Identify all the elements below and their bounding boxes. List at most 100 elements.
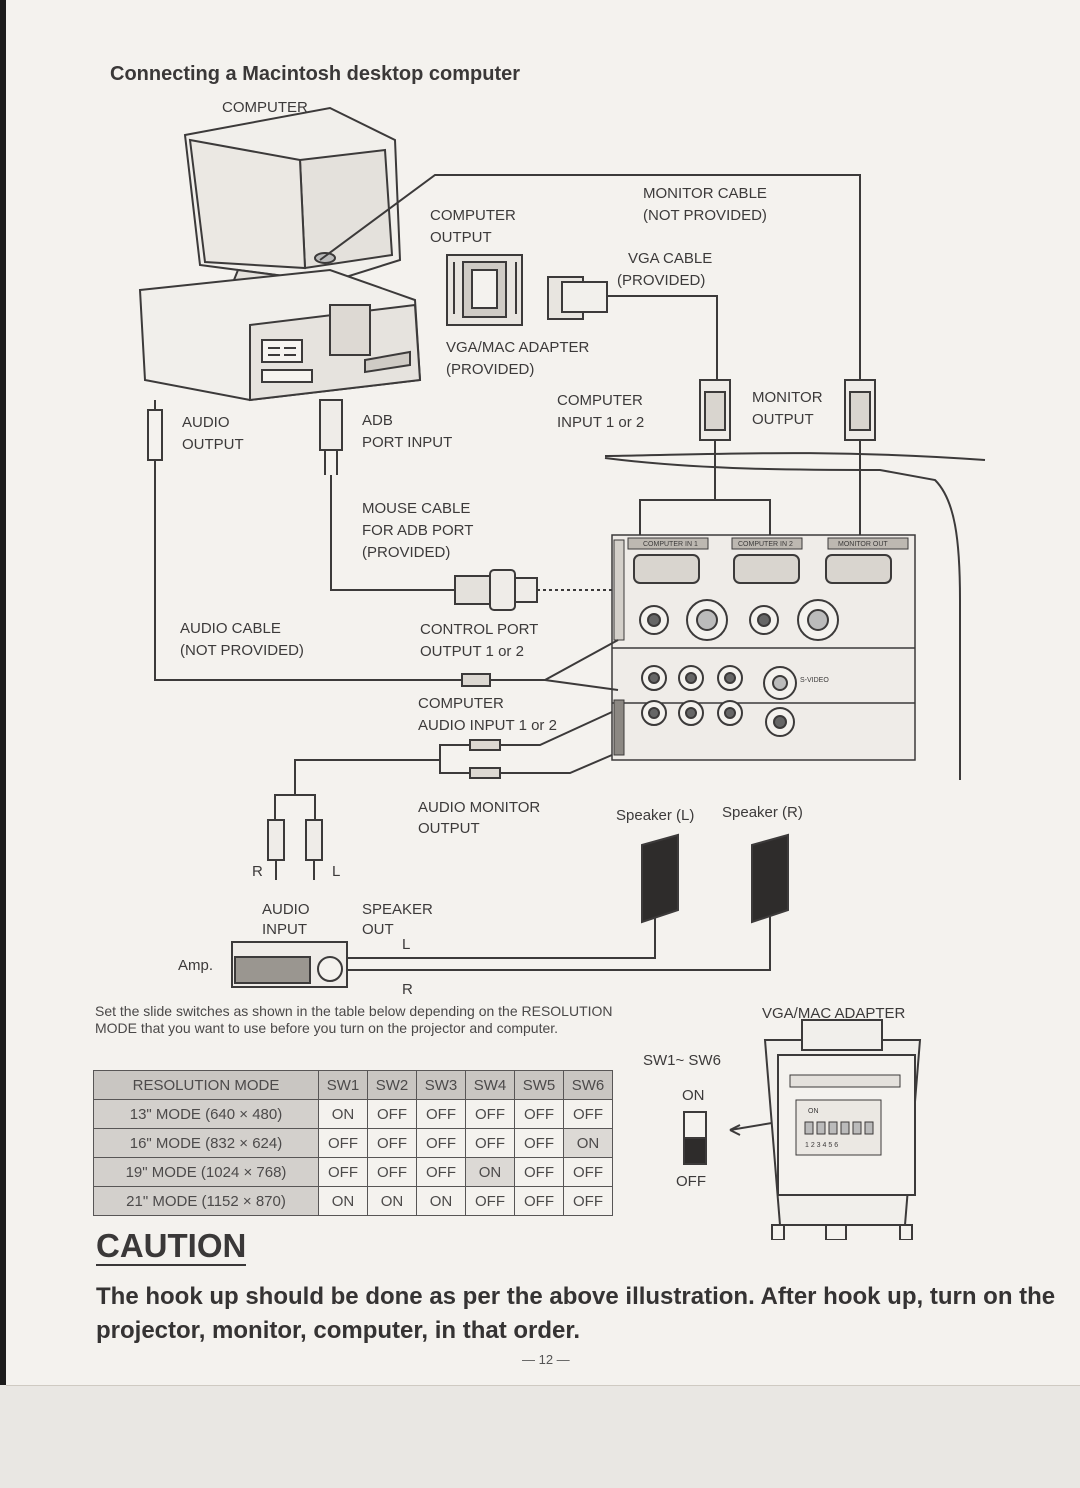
label-dip-on: ON (808, 1108, 819, 1115)
switch-cell: OFF (563, 1186, 613, 1216)
slide-switch (683, 1111, 791, 1165)
mode-cell: 19" MODE (1024 × 768) (93, 1157, 319, 1187)
label-l: L (332, 863, 340, 880)
scan-edge (0, 0, 6, 1385)
label-audio-input: AUDIO (262, 901, 310, 918)
label-audio-output-2: OUTPUT (182, 436, 244, 453)
label-r: R (252, 863, 263, 880)
page (6, 0, 1080, 1386)
vga-mac-adapter-illustration (446, 254, 718, 385)
page-number: — 12 — (522, 1352, 570, 1367)
table-row: 16" MODE (832 × 624) OFF OFF OFF OFF OFF… (93, 1128, 613, 1158)
table-header-row: RESOLUTION MODE SW1 SW2 SW3 SW4 SW5 SW6 (93, 1070, 613, 1100)
caution-heading: CAUTION (96, 1227, 247, 1266)
label-computer-audio: COMPUTER (418, 695, 504, 712)
label-switch-on: ON (682, 1087, 705, 1104)
vga-mac-adapter-detail (763, 1019, 922, 1240)
table-row: 19" MODE (1024 × 768) OFF OFF OFF ON OFF… (93, 1157, 613, 1187)
label-vga-mac-adapter-note: (PROVIDED) (446, 361, 534, 378)
switch-cell: OFF (514, 1099, 564, 1129)
switch-cell: ON (416, 1186, 466, 1216)
label-audio-monitor: AUDIO MONITOR (418, 799, 540, 816)
switch-cell: ON (563, 1128, 613, 1158)
label-monitor-output-2: OUTPUT (752, 411, 814, 428)
computer-illustration (138, 106, 422, 402)
label-speaker-out-l: L (402, 936, 410, 953)
caution-text: The hook up should be done as per the ab… (96, 1283, 1056, 1344)
label-panel-monitor-out: MONITOR OUT (838, 541, 888, 548)
switch-cell: OFF (514, 1128, 564, 1158)
label-vga-mac-adapter-detail: VGA/MAC ADAPTER (762, 1005, 906, 1022)
header-resolution-mode: RESOLUTION MODE (93, 1070, 319, 1100)
switch-cell: OFF (563, 1157, 613, 1187)
label-audio-output: AUDIO (182, 414, 230, 431)
label-speaker-out: SPEAKER (362, 901, 433, 918)
switch-cell: OFF (318, 1128, 368, 1158)
label-monitor-cable: MONITOR CABLE (643, 185, 767, 202)
audio-cable (147, 400, 619, 691)
switch-cell: OFF (367, 1099, 417, 1129)
audio-monitor-cable (267, 711, 613, 880)
label-sw-range: SW1~ SW6 (643, 1052, 721, 1069)
label-monitor-output: MONITOR (752, 389, 823, 406)
page-bottom-margin (0, 1385, 1080, 1488)
switch-cell: OFF (416, 1157, 466, 1187)
label-speaker-out-r: R (402, 981, 413, 998)
switch-cell: OFF (416, 1128, 466, 1158)
header-sw6: SW6 (563, 1070, 613, 1100)
switch-cell: ON (318, 1099, 368, 1129)
header-sw4: SW4 (465, 1070, 515, 1100)
switch-cell: OFF (514, 1157, 564, 1187)
speaker-wires (347, 915, 771, 971)
label-computer-output: COMPUTER (430, 207, 516, 224)
label-panel-computer-in2: COMPUTER IN 2 (738, 541, 793, 548)
label-switch-off: OFF (676, 1173, 706, 1190)
label-vga-cable: VGA CABLE (628, 250, 712, 267)
mode-cell: 21" MODE (1152 × 870) (93, 1186, 319, 1216)
label-audio-monitor-output: OUTPUT (418, 820, 480, 837)
label-panel-svideo: S-VIDEO (800, 677, 829, 684)
label-dip-numbers: 1 2 3 4 5 6 (805, 1142, 838, 1149)
monitor-cable-line (319, 174, 861, 385)
label-computer-audio-input: AUDIO INPUT 1 or 2 (418, 717, 557, 734)
table-row: 21" MODE (1152 × 870) ON ON ON OFF OFF O… (93, 1186, 613, 1216)
label-computer-input-2: INPUT 1 or 2 (557, 414, 644, 431)
switch-cell: OFF (465, 1128, 515, 1158)
mode-cell: 13" MODE (640 × 480) (93, 1099, 319, 1129)
header-sw2: SW2 (367, 1070, 417, 1100)
label-monitor-cable-note: (NOT PROVIDED) (643, 207, 767, 224)
switch-cell: OFF (514, 1186, 564, 1216)
switch-cell: OFF (367, 1128, 417, 1158)
switch-cell: ON (367, 1186, 417, 1216)
switch-cell: ON (318, 1186, 368, 1216)
label-amp: Amp. (178, 957, 213, 974)
label-mouse-cable: MOUSE CABLE (362, 500, 470, 517)
mode-cell: 16" MODE (832 × 624) (93, 1128, 319, 1158)
label-mouse-cable-2: FOR ADB PORT (362, 522, 473, 539)
switch-cell: ON (465, 1157, 515, 1187)
header-sw1: SW1 (318, 1070, 368, 1100)
switch-cell: OFF (416, 1099, 466, 1129)
vga-connectors (639, 379, 876, 540)
label-audio-input-2: INPUT (262, 921, 307, 938)
section-title: Connecting a Macintosh desktop computer (110, 63, 521, 85)
speaker-left (641, 833, 679, 924)
label-speaker-l: Speaker (L) (616, 807, 694, 824)
label-control-port-2: OUTPUT 1 or 2 (420, 643, 524, 660)
label-audio-cable: AUDIO CABLE (180, 620, 281, 637)
switch-cell: OFF (318, 1157, 368, 1187)
amplifier (231, 941, 348, 988)
label-adb-port-input: PORT INPUT (362, 434, 452, 451)
label-control-port: CONTROL PORT (420, 621, 538, 638)
label-computer: COMPUTER (222, 99, 308, 116)
switch-cell: OFF (563, 1099, 613, 1129)
switch-cell: OFF (465, 1099, 515, 1129)
label-adb: ADB (362, 412, 393, 429)
resolution-mode-table: RESOLUTION MODE SW1 SW2 SW3 SW4 SW5 SW6 … (93, 1070, 613, 1216)
label-vga-cable-note: (PROVIDED) (617, 272, 705, 289)
header-sw5: SW5 (514, 1070, 564, 1100)
label-computer-output-2: OUTPUT (430, 229, 492, 246)
label-audio-cable-note: (NOT PROVIDED) (180, 642, 304, 659)
label-vga-mac-adapter: VGA/MAC ADAPTER (446, 339, 590, 356)
label-panel-computer-in1: COMPUTER IN 1 (643, 541, 698, 548)
